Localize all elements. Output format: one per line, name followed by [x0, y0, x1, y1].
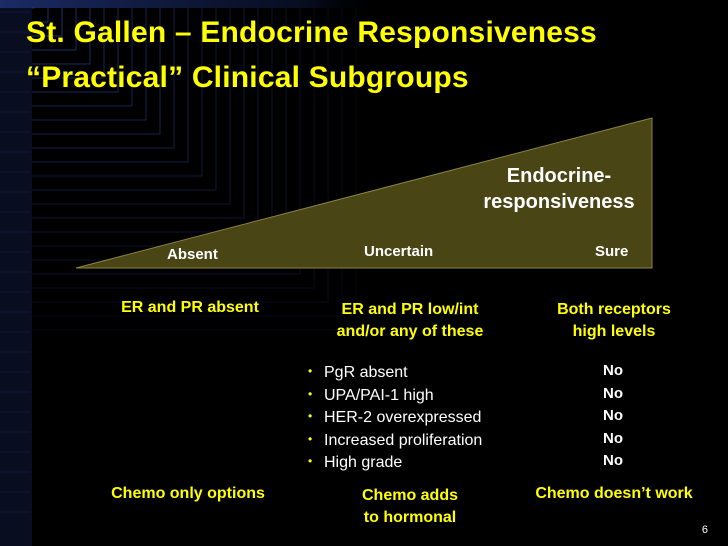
middle-column-header: ER and PR low/int and/or any of these [305, 299, 515, 343]
page-number: 6 [701, 524, 708, 536]
bullet-icon: • [308, 409, 313, 423]
right-column-footer: Chemo doesn’t work [535, 485, 693, 502]
criteria-item: • Increased proliferation [308, 428, 482, 451]
criteria-item: • High grade [308, 450, 482, 473]
criteria-answer: No [603, 407, 623, 424]
criteria-answer: No [603, 362, 623, 379]
level-sure: Sure [595, 243, 629, 260]
level-absent: Absent [167, 246, 218, 263]
right-column-header: Both receptors high levels [525, 299, 703, 343]
criteria-answers: No No No No No [595, 360, 631, 473]
left-column-footer: Chemo only options [111, 485, 265, 502]
responsiveness-wedge [75, 117, 653, 269]
slide-title-line-2: “Practical” Clinical Subgroups [26, 61, 469, 94]
right-header-line-1: Both receptors [557, 301, 671, 318]
criteria-answer: No [603, 384, 623, 402]
criteria-label: PgR absent [324, 364, 408, 381]
criteria-item: • HER-2 overexpressed [308, 405, 482, 428]
bullet-icon: • [308, 454, 313, 468]
wedge-label-line-2: responsiveness [483, 191, 635, 213]
wedge-label: Endocrine- responsiveness [465, 163, 653, 215]
bullet-icon: • [308, 386, 313, 401]
middle-footer-line-2: to hormonal [363, 509, 457, 526]
criteria-answer: No [603, 452, 623, 469]
middle-column-footer: Chemo adds to hormonal [310, 485, 510, 529]
wedge-label-line-1: Endocrine- [506, 165, 612, 187]
criteria-item: • UPA/PAI-1 high [308, 383, 482, 406]
middle-header-line-1: ER and PR low/int [341, 301, 479, 318]
slide-title-line-1: St. Gallen – Endocrine Responsiveness [26, 16, 597, 49]
criteria-label: HER-2 overexpressed [324, 409, 482, 426]
criteria-label: UPA/PAI-1 high [324, 386, 434, 404]
bullet-icon: • [308, 364, 313, 378]
criteria-list: • PgR absent • UPA/PAI-1 high • HER-2 overe… [308, 360, 482, 473]
right-header-line-2: high levels [572, 323, 656, 340]
bullet-icon: • [308, 431, 313, 446]
left-column-header: ER and PR absent [121, 299, 259, 316]
criteria-label: Increased proliferation [324, 431, 483, 449]
criteria-label: High grade [324, 454, 403, 471]
criteria-answer: No [603, 429, 623, 447]
level-uncertain: Uncertain [364, 243, 434, 260]
criteria-item: • PgR absent [308, 360, 482, 383]
middle-header-line-2: and/or any of these [336, 323, 484, 340]
middle-footer-line-1: Chemo adds [361, 487, 458, 504]
